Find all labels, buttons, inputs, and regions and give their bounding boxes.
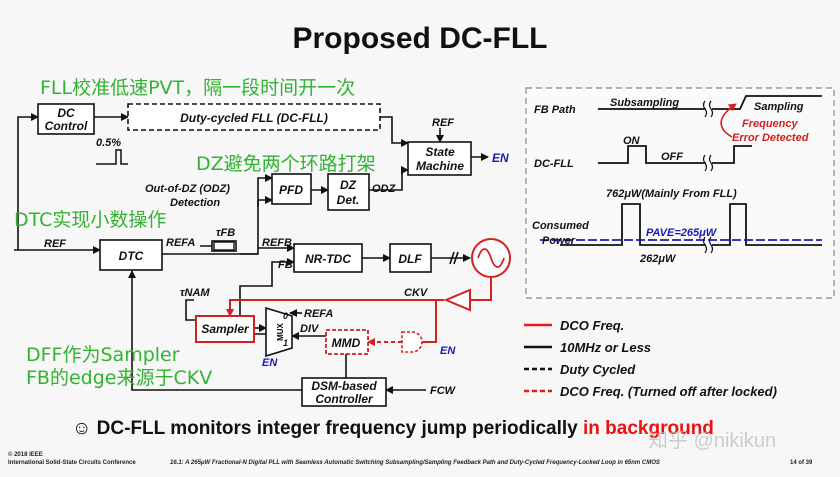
legend-label-3: DCO Freq. (Turned off after locked) — [560, 384, 777, 399]
legend-label-2: Duty Cycled — [560, 362, 636, 377]
dcfll-timing-label: DC-FLL — [534, 158, 574, 170]
ref-signal: REF — [44, 238, 66, 250]
dz-det-block — [327, 173, 370, 211]
state-machine-block — [407, 141, 472, 176]
dcfll-label: Duty-cycled FLL (DC-FLL) — [180, 111, 328, 125]
footer-copyright: © 2018 IEEE — [8, 452, 43, 458]
dcfll-block — [127, 103, 381, 131]
dc-control-label-1: DC — [57, 106, 75, 120]
dc-control-block — [37, 103, 95, 135]
duty-signal: 0.5% — [96, 137, 121, 149]
tau-fb-delay — [213, 241, 235, 251]
freq-err-2: Error Detected — [732, 132, 809, 144]
refb-signal: REFB — [262, 237, 292, 249]
bottom-highlight: in background — [583, 418, 714, 439]
dsm-label-1: DSM-based — [311, 379, 377, 393]
fb-signal: FB — [278, 259, 293, 271]
mux-label: MUX — [276, 322, 285, 340]
nrtdc-label: NR-TDC — [305, 252, 351, 266]
power-note: 762μW(Mainly From FLL) — [606, 188, 737, 200]
watermark: 知乎 @nikikun — [648, 430, 777, 452]
dlf-block — [389, 243, 432, 273]
state-machine-label-2: Machine — [416, 159, 464, 173]
dlf-label: DLF — [398, 252, 422, 266]
pfd-block — [271, 173, 312, 205]
on-label: ON — [623, 135, 641, 147]
ref-signal-2: REF — [432, 117, 454, 129]
refa-signal: REFA — [166, 237, 195, 249]
footer-page: 14 of 39 — [790, 460, 813, 466]
note-fb-edge: FB的edge来源于CKV — [26, 367, 213, 389]
fb-path-label: FB Path — [534, 104, 576, 116]
note-dtc: DTC实现小数操作 — [14, 209, 167, 231]
odz-detection-1: Out-of-DZ (ODZ) — [145, 183, 230, 195]
bottom-text: ☺ DC-FLL monitors integer frequency jump… — [72, 418, 584, 439]
div-signal: DIV — [300, 323, 320, 335]
mux-input-1: 1 — [283, 338, 288, 348]
refa-signal-2: REFA — [304, 308, 333, 320]
en-signal: EN — [492, 151, 509, 165]
sampler-label: Sampler — [201, 322, 250, 336]
note-fll-calibration: FLL校准低速PVT，隔一段时间开一次 — [40, 77, 356, 99]
state-machine-label-1: State — [425, 145, 455, 159]
footer-paper-title: 16.1: A 265μW Fractional-N Digital PLL w… — [170, 460, 660, 466]
mux-input-0: 0 — [283, 311, 288, 321]
pave-label: PAVE=265μW — [646, 227, 718, 239]
sampler-block — [195, 315, 255, 343]
slide-title: Proposed DC-FLL — [292, 22, 548, 55]
p262-label: 262μW — [639, 253, 677, 265]
en-signal-3: EN — [262, 357, 278, 369]
legend-label-1: 10MHz or Less — [560, 340, 651, 355]
tau-fb-signal: τFB — [216, 227, 235, 239]
freq-err-1: Frequency — [742, 118, 799, 130]
sampling-label: Sampling — [754, 101, 804, 113]
ckv-signal: CKV — [404, 287, 429, 299]
dz-label-1: DZ — [340, 178, 357, 192]
mmd-block — [325, 329, 369, 355]
consumed-label-1: Consumed — [532, 220, 589, 232]
nr-tdc-block — [293, 243, 363, 273]
off-label: OFF — [661, 151, 683, 163]
odz-detection-2: Detection — [170, 197, 220, 209]
dsm-block — [301, 377, 387, 407]
tau-nam-signal: τNAM — [180, 287, 210, 299]
dz-label-2: Det. — [337, 193, 360, 207]
note-dz: DZ避免两个环路打架 — [196, 153, 376, 175]
note-dff: DFF作为Sampler — [26, 344, 180, 366]
legend-label-0: DCO Freq. — [560, 318, 624, 333]
mux-block — [265, 306, 293, 358]
mmd-label: MMD — [332, 336, 361, 350]
footer-conference: International Solid-State Circuits Confe… — [8, 460, 136, 466]
pfd-label: PFD — [279, 183, 303, 197]
and-gate — [401, 331, 423, 353]
en-signal-2: EN — [440, 345, 456, 357]
consumed-label-2: Power — [542, 235, 576, 247]
odz-signal: ODZ — [372, 183, 397, 195]
dtc-label: DTC — [119, 249, 144, 263]
subsampling-label: Subsampling — [610, 97, 679, 109]
ckv-buffer — [443, 288, 471, 312]
bottom-statement: ☺ DC-FLL monitors integer frequency jump… — [72, 418, 714, 440]
fcw-signal: FCW — [430, 385, 457, 397]
dtc-block — [99, 239, 163, 271]
timing-panel — [525, 87, 835, 299]
dc-control-label-2: Control — [45, 119, 88, 133]
dsm-label-2: Controller — [315, 392, 374, 406]
